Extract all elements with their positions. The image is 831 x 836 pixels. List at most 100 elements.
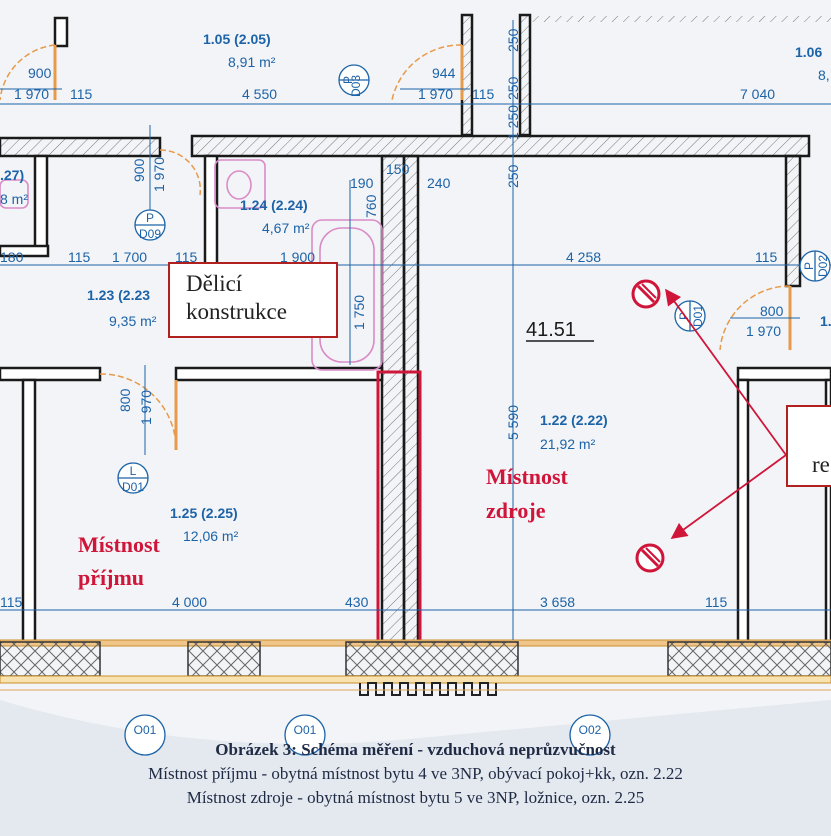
dim-mid-115b: 115 <box>175 249 198 265</box>
dim-bot-115: 115 <box>0 594 23 610</box>
source-positions <box>631 279 787 573</box>
room-127-area: 8 m² <box>0 191 28 207</box>
dim-bot-4000: 4 000 <box>172 594 207 610</box>
window-tag-o01a: O01 <box>124 714 166 756</box>
figure-caption: Obrázek 3: Schéma měření - vzduchová nep… <box>0 738 831 810</box>
top-strip-right <box>530 16 831 22</box>
source-room-label-line2: zdroje <box>486 498 546 523</box>
door-tag-p-d09: P D09 <box>134 209 166 241</box>
source-room-label-line1: Místnost <box>486 464 569 489</box>
reproductor-callout-text: re <box>812 452 830 477</box>
door-tag-p-d01: P D01 <box>674 300 706 332</box>
caption-line-source: Místnost zdroje - obytná místnost bytu 5… <box>186 788 645 807</box>
dim-v-900: 900 <box>131 158 147 182</box>
facade <box>0 639 831 696</box>
partition-callout-line2: konstrukce <box>186 299 287 324</box>
receive-room-label-line1: Místnost <box>78 532 161 557</box>
room-125-area: 12,06 m² <box>183 528 239 544</box>
svg-text:P: P <box>146 211 154 225</box>
partition-callout-line1: Dělicí <box>186 271 243 296</box>
dim-top-4550: 4 550 <box>242 86 277 102</box>
vertical-dimensions: 250 250 1 250 250 900 1 970 760 800 1 97… <box>117 28 521 440</box>
dim-top-1970: 1 970 <box>14 86 49 102</box>
dim-top-115: 115 <box>70 86 93 102</box>
dim-v-250a: 250 <box>505 28 521 52</box>
dim-bot-115b: 115 <box>705 594 728 610</box>
partition-callout: Dělicí konstrukce <box>168 262 338 338</box>
room-106-number: 1.06 <box>795 44 822 60</box>
room-105-area: 8,91 m² <box>228 54 276 70</box>
dim-top-944: 944 <box>432 65 456 81</box>
dim-mid-4258: 4 258 <box>566 249 601 265</box>
room-labels: 1.05 (2.05) 8,91 m² 1.06 8, .27) 8 m² 1.… <box>0 31 831 544</box>
caption-title: Obrázek 3: Schéma měření - vzduchová nep… <box>215 740 616 759</box>
door-tags: P D03 P D09 L D01 P D01 P D02 <box>117 64 831 756</box>
top-dimensions: 900 1 970 115 4 550 944 1 970 115 7 040 <box>14 65 775 102</box>
floor-height-label: 41.51 <box>526 319 576 341</box>
reproductor-callout: re <box>786 405 831 487</box>
dim-bot-430: 430 <box>345 594 369 610</box>
middle-dimensions: 180 115 1 700 115 1 900 190 150 240 4 25… <box>0 161 784 339</box>
door-tag-l-d01: L D01 <box>117 462 149 494</box>
room-125-number: 1.25 (2.25) <box>170 505 238 521</box>
svg-text:D09: D09 <box>139 227 161 241</box>
dim-mid-1970: 1 970 <box>746 323 781 339</box>
dim-v-800: 800 <box>117 388 133 412</box>
door-tag-p-d02: P D02 <box>799 250 831 282</box>
dim-top-7040: 7 040 <box>740 86 775 102</box>
speaker-position-2-icon <box>635 543 665 573</box>
dim-mid-115: 115 <box>68 249 91 265</box>
room-123-area: 9,35 m² <box>109 313 157 329</box>
dim-v-250c: 250 <box>505 164 521 188</box>
dim-mid-115c: 115 <box>755 249 778 265</box>
dim-top-900: 900 <box>28 65 52 81</box>
svg-text:O01: O01 <box>134 723 157 737</box>
room-124-area: 4,67 m² <box>262 220 310 236</box>
door-leaves <box>53 45 792 450</box>
svg-text:O02: O02 <box>579 723 602 737</box>
room-122-number: 1.22 (2.22) <box>540 412 608 428</box>
dim-v-760: 760 <box>363 194 379 218</box>
room-106-area: 8, <box>818 67 830 83</box>
dim-v-5590: 5 590 <box>505 405 521 440</box>
dim-top-115b: 115 <box>472 86 495 102</box>
paper-shadow <box>0 700 831 836</box>
dim-v-1750: 1 750 <box>351 295 367 330</box>
svg-text:P: P <box>341 76 355 84</box>
room-122-area: 21,92 m² <box>540 436 596 452</box>
svg-text:P: P <box>802 262 816 270</box>
dim-mid-800: 800 <box>760 303 784 319</box>
dim-mid-1700: 1 700 <box>112 249 147 265</box>
window-tag-o01b: O01 <box>284 714 326 756</box>
dim-bot-3658: 3 658 <box>540 594 575 610</box>
svg-text:O01: O01 <box>294 723 317 737</box>
dimension-lines <box>0 20 831 640</box>
dim-v-1970b: 1 970 <box>138 390 154 425</box>
room-1x-number: 1. <box>820 313 831 329</box>
dim-mid-1900: 1 900 <box>280 249 315 265</box>
dim-mid-190: 190 <box>350 175 374 191</box>
dim-v-1970: 1 970 <box>151 157 167 192</box>
svg-text:D01: D01 <box>691 305 705 327</box>
svg-text:D03: D03 <box>349 75 363 97</box>
dim-mid-180: 180 <box>0 249 24 265</box>
room-127-number: .27) <box>0 167 24 183</box>
caption-line-receive: Místnost příjmu - obytná místnost bytu 4… <box>148 764 683 783</box>
door-tag-p-d03: P D03 <box>338 64 370 97</box>
window-tag-o02: O02 <box>569 714 611 756</box>
svg-text:L: L <box>130 464 137 478</box>
dim-mid-240: 240 <box>427 175 451 191</box>
walls <box>0 13 831 644</box>
speaker-position-1-icon <box>631 279 661 309</box>
dim-mid-150: 150 <box>386 161 410 177</box>
dim-v-1250: 1 250 <box>505 105 521 140</box>
svg-text:D01: D01 <box>122 480 144 494</box>
svg-text:D02: D02 <box>816 255 830 277</box>
room-124-number: 1.24 (2.24) <box>240 197 308 213</box>
dim-top-1970b: 1 970 <box>418 86 453 102</box>
room-123-number: 1.23 (2.23 <box>87 287 150 303</box>
bottom-dimensions: 115 4 000 430 3 658 115 <box>0 594 728 610</box>
receive-room-label-line2: příjmu <box>78 565 144 590</box>
